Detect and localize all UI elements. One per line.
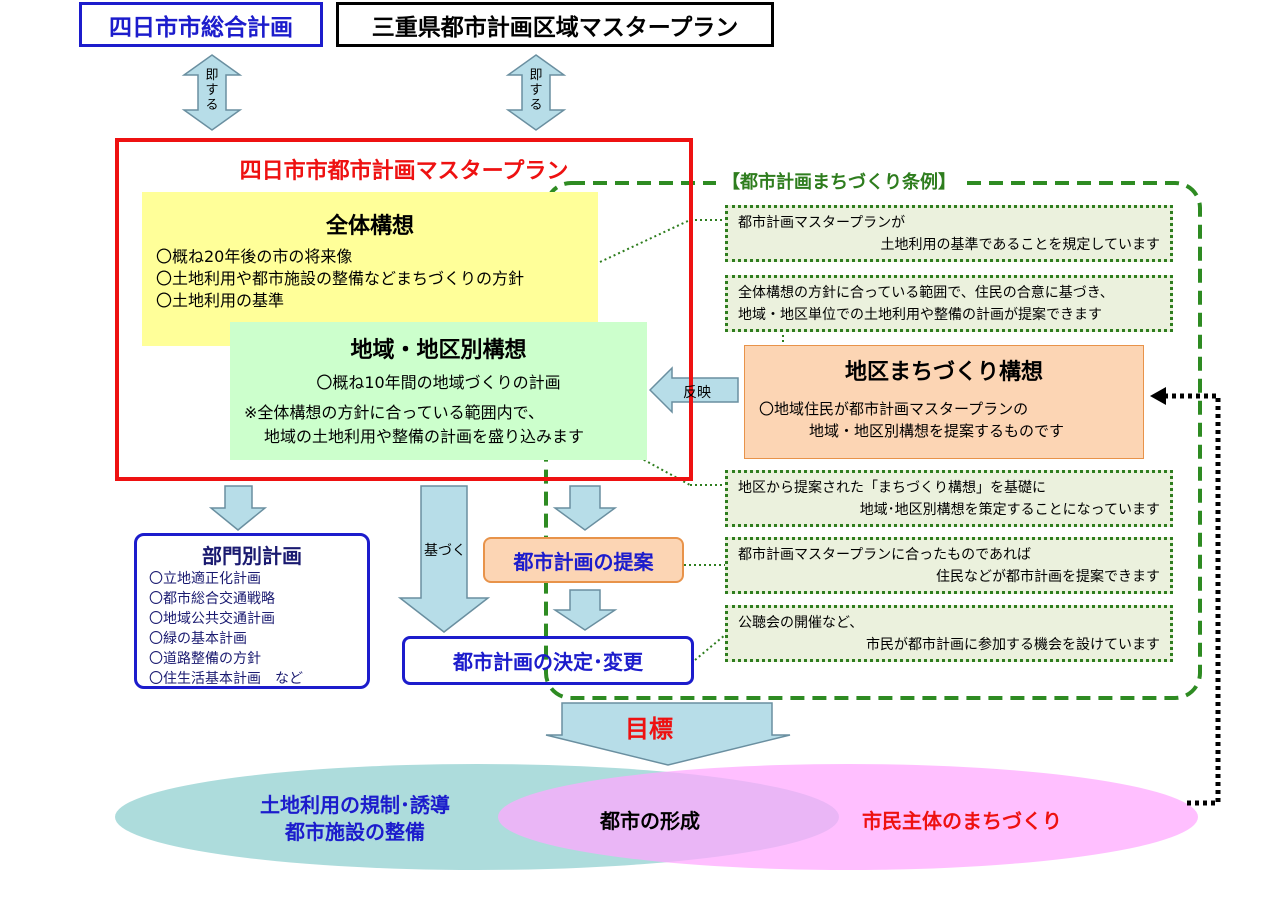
chiku-line: 地域・地区別構想を提案するものです — [809, 422, 1065, 440]
mokuhyo-label: 目標 — [625, 715, 673, 743]
chiiki-line: ※全体構想の方針に合っている範囲内で、 — [244, 403, 544, 422]
sokusuru-label-2: 即する — [529, 68, 543, 113]
sogo-keikaku-box: 四日市市総合計画 — [79, 2, 323, 47]
chiiki-title: 地域・地区別構想 — [350, 338, 527, 363]
down-arrow-icon — [208, 485, 791, 766]
sokusuru-label-1: 即する — [205, 68, 219, 113]
info-box: 都市計画マスタープランに合ったものであれば住民などが都市計画を提案できます — [725, 537, 1173, 594]
hanei-label: 反映 — [683, 385, 711, 401]
info-box: 全体構想の方針に合っている範囲で、住民の合意に基づき、地域・地区単位での土地利用… — [725, 275, 1173, 332]
left-arrow-icon — [648, 366, 739, 414]
bumon-item: 〇緑の基本計画 — [149, 631, 247, 647]
zentai-title: 全体構想 — [325, 214, 414, 239]
zentai-item: 〇土地利用の基準 — [156, 291, 285, 310]
chiku-title: 地区まちづくり構想 — [844, 360, 1043, 385]
goal-center: 都市の形成 — [600, 809, 700, 833]
info-box: 地区から提案された「まちづくり構想」を基礎に地域･地区別構想を策定することになっ… — [725, 470, 1173, 527]
goal-right: 市民主体のまちづくり — [862, 809, 1062, 833]
chiku-line: 〇地域住民が都市計画マスタープランの — [759, 400, 1029, 418]
bumon-item: 〇地域公共交通計画 — [149, 611, 275, 627]
zentai-kousou-box: 全体構想 〇概ね20年後の市の将来像 〇土地利用や都市施設の整備などまちづくりの… — [142, 192, 598, 346]
bumon-item: 〇都市総合交通戦略 — [149, 591, 275, 607]
info-box: 公聴会の開催など、市民が都市計画に参加する機会を設けています — [725, 605, 1173, 662]
bumon-item: 〇道路整備の方針 — [149, 651, 261, 667]
double-arrow-icon — [181, 54, 567, 131]
zentai-item: 〇概ね20年後の市の将来像 — [156, 247, 353, 266]
info-box: 都市計画マスタープランが土地利用の基準であることを規定しています — [725, 205, 1173, 262]
chiku-machizukuri-box: 地区まちづくり構想 〇地域住民が都市計画マスタープランの 地域・地区別構想を提案… — [744, 345, 1144, 459]
bumon-item: 〇立地適正化計画 — [149, 571, 261, 587]
chiiki-line: 〇概ね10年間の地域づくりの計画 — [316, 373, 561, 392]
chiiki-line: 地域の土地利用や整備の計画を盛り込みます — [264, 427, 585, 446]
goal-ellipse-right — [498, 764, 1198, 870]
goal-left: 土地利用の規制･誘導都市施設の整備 — [260, 793, 450, 844]
feedback-arrow — [1165, 393, 1221, 806]
master-plan-title: 四日市市都市計画マスタープラン — [239, 159, 569, 184]
chiiki-kousou-box: 地域・地区別構想 〇概ね10年間の地域づくりの計画 ※全体構想の方針に合っている… — [230, 322, 647, 460]
kettei-box: 都市計画の決定･変更 — [402, 636, 694, 685]
connector-lines — [599, 219, 784, 661]
teian-box: 都市計画の提案 — [483, 537, 684, 583]
mie-masterplan-box: 三重県都市計画区域マスタープラン — [336, 2, 774, 47]
bumon-item: 〇住生活基本計画 など — [149, 671, 303, 687]
motozuku-label: 基づく — [424, 543, 466, 559]
master-plan-box — [115, 138, 693, 481]
bumon-keikaku-box: 部門別計画 〇立地適正化計画 〇都市総合交通戦略 〇地域公共交通計画 〇緑の基本… — [134, 533, 370, 689]
zentai-item: 〇土地利用や都市施設の整備などまちづくりの方針 — [156, 269, 525, 288]
jourei-label: 【都市計画まちづくり条例】 — [716, 168, 962, 194]
bumon-title: 部門別計画 — [202, 544, 302, 568]
